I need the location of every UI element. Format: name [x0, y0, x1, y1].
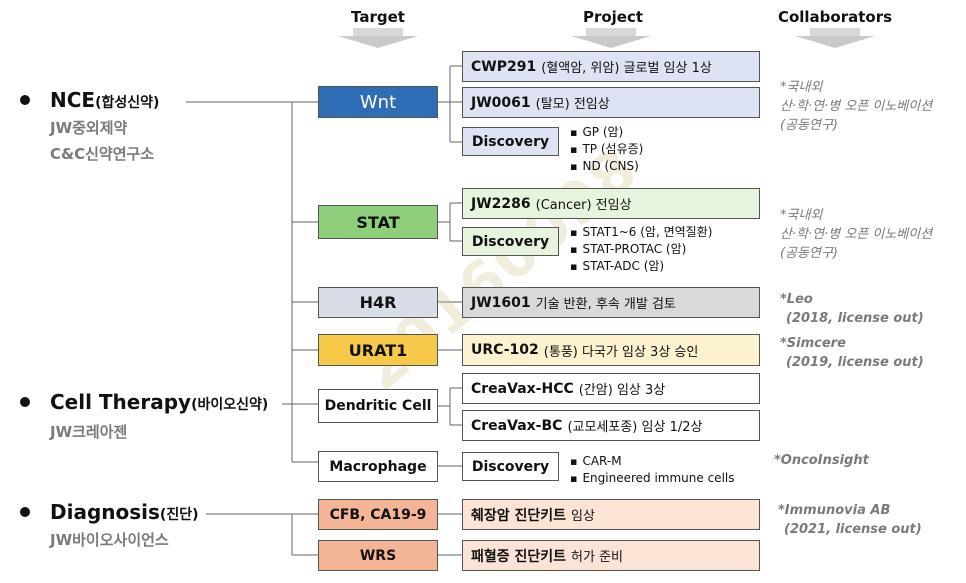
- project-jw0061: JW0061 (탈모) 전임상: [462, 87, 760, 118]
- collaborator-stat: *국내외 산·학·연·병 오픈 이노베이션 (공동연구): [780, 206, 932, 263]
- collaborator-line: *Leo: [780, 292, 813, 307]
- category-nce-company-1: JW중외제약: [50, 119, 128, 137]
- collaborator-line: *OncoInsight: [774, 453, 869, 468]
- list-item: CAR-M: [570, 453, 734, 470]
- category-cell-therapy-title: Cell Therapy: [50, 390, 192, 414]
- target-urat1: URAT1: [318, 334, 438, 366]
- list-item: TP (섬유증): [570, 141, 643, 158]
- target-dendritic-cell: Dendritic Cell: [318, 389, 438, 423]
- target-cfb-ca19-9: CFB, CA19-9: [318, 499, 438, 530]
- category-nce-company-2: C&C신약연구소: [50, 145, 155, 163]
- header-target-arrow-bar: [353, 28, 403, 36]
- project-urc-102-name: URC-102: [471, 342, 539, 358]
- project-jw2286-desc: (Cancer) 전임상: [535, 198, 632, 213]
- project-urc-102: URC-102(통풍) 다국가 임상 3상 승인: [462, 334, 760, 366]
- bullet-icon: [20, 507, 30, 517]
- project-jw0061-name: JW0061: [471, 94, 531, 111]
- project-urc-102-desc: (통풍) 다국가 임상 3상 승인: [543, 344, 699, 360]
- project-pancreatic-kit-desc: 임상: [571, 509, 595, 524]
- category-diagnosis-title: Diagnosis: [50, 500, 160, 524]
- list-item: STAT-PROTAC (암): [570, 241, 712, 258]
- list-item: STAT1~6 (암, 면역질환): [570, 224, 712, 241]
- target-stat: STAT: [318, 205, 438, 239]
- project-pancreatic-kit-name: 췌장암 진단키트: [471, 507, 567, 524]
- collaborator-macrophage: *OncoInsight: [774, 451, 869, 470]
- bullet-icon: [20, 95, 30, 105]
- header-collaborators: Collaborators: [777, 8, 893, 26]
- project-jw2286: JW2286 (Cancer) 전임상: [462, 188, 760, 219]
- category-cell-therapy-company: JW크레아젠: [50, 423, 128, 441]
- project-pancreatic-kit: 췌장암 진단키트 임상: [462, 499, 760, 530]
- project-creavax-bc-name: CreaVax-BC: [471, 417, 563, 434]
- bullet-icon: [20, 397, 30, 407]
- header-target: Target: [351, 8, 405, 26]
- header-project: Project: [582, 8, 644, 26]
- collaborator-line: (2018, license out): [786, 311, 924, 326]
- target-h4r: H4R: [318, 287, 438, 318]
- target-macrophage: Macrophage: [318, 451, 438, 482]
- collaborator-line: *국내외: [780, 80, 823, 95]
- project-creavax-bc-desc: (교모세포종) 임상 1/2상: [567, 420, 703, 435]
- category-cell-therapy: Cell Therapy(바이오신약): [50, 390, 268, 414]
- project-creavax-hcc: CreaVax-HCC (간암) 임상 3상: [462, 373, 760, 404]
- list-item: STAT-ADC (암): [570, 258, 712, 275]
- category-nce-note: (합성신약): [95, 95, 160, 111]
- list-item: GP (암): [570, 124, 643, 141]
- discovery-wnt: Discovery: [462, 127, 559, 156]
- collaborator-line: *Simcere: [780, 336, 846, 351]
- collaborator-line: 산·학·연·병 오픈 이노베이션: [780, 99, 933, 114]
- project-sepsis-kit: 패혈증 진단키트 허가 준비: [462, 540, 760, 571]
- header-collaborators-arrow-bar: [810, 28, 860, 36]
- header-project-arrow-bar: [586, 28, 636, 36]
- collaborator-line: (공동연구): [780, 246, 838, 261]
- category-cell-therapy-note: (바이오신약): [191, 397, 269, 413]
- project-cwp291: CWP291 (혈액암, 위암) 글로벌 임상 1상: [462, 51, 760, 82]
- project-jw1601-name: JW1601: [471, 294, 531, 311]
- project-jw0061-desc: (탈모) 전임상: [535, 97, 610, 112]
- list-item: Engineered immune cells: [570, 470, 734, 487]
- discovery-macrophage-list: CAR-M Engineered immune cells: [570, 453, 734, 487]
- project-sepsis-kit-desc: 허가 준비: [571, 550, 624, 565]
- header-project-arrow-icon: [571, 36, 651, 48]
- project-cwp291-desc: (혈액암, 위암) 글로벌 임상 1상: [541, 61, 712, 76]
- discovery-wnt-list: GP (암) TP (섬유증) ND (CNS): [570, 124, 643, 175]
- target-wnt: Wnt: [318, 86, 438, 118]
- project-jw1601: JW1601 기술 반환, 후속 개발 검토: [462, 287, 760, 318]
- project-sepsis-kit-name: 패혈증 진단키트: [471, 548, 567, 565]
- category-nce-title: NCE: [50, 88, 96, 112]
- project-creavax-hcc-desc: (간암) 임상 3상: [578, 383, 666, 398]
- project-cwp291-name: CWP291: [471, 58, 537, 75]
- list-item: ND (CNS): [570, 158, 643, 175]
- header-collaborators-arrow-icon: [795, 36, 875, 48]
- header-target-arrow-icon: [338, 36, 418, 48]
- discovery-stat-list: STAT1~6 (암, 면역질환) STAT-PROTAC (암) STAT-A…: [570, 224, 712, 275]
- category-diagnosis-note: (진단): [159, 507, 199, 523]
- category-diagnosis-company: JW바이오사이언스: [50, 531, 169, 549]
- collaborator-urat1: *Simcere (2019, license out): [780, 334, 924, 372]
- project-jw1601-desc: 기술 반환, 후속 개발 검토: [535, 297, 676, 312]
- collaborator-line: *Immunovia AB: [778, 503, 891, 518]
- target-wrs: WRS: [318, 540, 438, 571]
- collaborator-line: (2021, license out): [784, 522, 922, 537]
- collaborator-line: *국내외: [780, 208, 823, 223]
- project-jw2286-name: JW2286: [471, 195, 531, 212]
- collaborator-line: (2019, license out): [786, 355, 924, 370]
- category-nce: NCE(합성신약): [50, 88, 159, 112]
- collaborator-line: 산·학·연·병 오픈 이노베이션: [780, 227, 933, 242]
- collaborator-wnt: *국내외 산·학·연·병 오픈 이노베이션 (공동연구): [780, 78, 932, 135]
- collaborator-h4r: *Leo (2018, license out): [780, 290, 924, 328]
- project-creavax-bc: CreaVax-BC (교모세포종) 임상 1/2상: [462, 410, 760, 441]
- project-creavax-hcc-name: CreaVax-HCC: [471, 380, 574, 397]
- discovery-macrophage: Discovery: [462, 452, 559, 481]
- category-diagnosis: Diagnosis(진단): [50, 500, 198, 524]
- collaborator-line: (공동연구): [780, 118, 838, 133]
- collaborator-diagnosis: *Immunovia AB (2021, license out): [778, 501, 922, 539]
- discovery-stat: Discovery: [462, 227, 559, 256]
